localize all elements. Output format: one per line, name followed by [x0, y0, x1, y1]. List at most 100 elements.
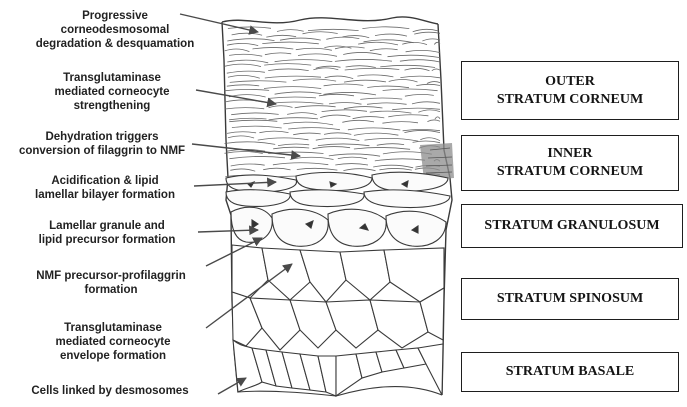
corneocyte-line — [287, 113, 317, 115]
corneocyte-line — [283, 122, 333, 125]
corneocyte-line — [225, 142, 276, 145]
corneocyte-line — [343, 52, 381, 54]
corneocyte-line — [228, 75, 260, 78]
corneocyte-line — [335, 164, 368, 165]
corneocyte-line — [269, 118, 318, 120]
corneocyte-line — [377, 144, 404, 146]
corneocyte-line — [422, 39, 440, 41]
corneocyte-line — [232, 33, 263, 35]
corneocyte-line — [400, 76, 440, 78]
corneocyte-line — [325, 76, 354, 79]
corneocyte-line — [380, 65, 435, 67]
corneocyte-line — [230, 169, 255, 171]
corneocyte-line — [413, 141, 440, 143]
corneocyte-line — [338, 157, 367, 159]
corneocyte-line — [293, 133, 321, 135]
layer-box-stratum-granulosum: STRATUM GRANULOSUM — [461, 204, 683, 248]
corneocyte-line — [357, 75, 393, 77]
corneocyte-line — [418, 110, 440, 112]
corneocyte-line — [293, 79, 336, 81]
corneocyte-line — [308, 29, 359, 30]
corneocyte-line — [290, 157, 334, 159]
corneocyte-line — [288, 128, 340, 130]
corneocyte-line — [370, 111, 412, 113]
arrow-dehydration — [192, 144, 300, 156]
corneocyte-line — [432, 69, 440, 71]
corneocyte-line — [326, 37, 359, 39]
annotation-desquamation: Progressive corneodesmosomal degradation… — [8, 9, 222, 51]
corneocyte-line — [427, 120, 440, 122]
corneocyte-line — [269, 102, 323, 104]
annotation-desmosomes: Cells linked by desmosomes — [4, 384, 216, 398]
corneocyte-line — [324, 133, 351, 135]
annotation-envelope: Transglutaminase mediated corneocyte env… — [22, 321, 204, 363]
corneocyte-line — [225, 49, 250, 52]
corneocyte-line — [268, 69, 309, 71]
corneocyte-line — [227, 60, 268, 63]
corneocyte-line — [420, 138, 440, 141]
corneocyte-line — [265, 53, 291, 55]
corneocyte-line — [362, 27, 409, 29]
corneocyte-line — [273, 147, 309, 149]
corneocyte-line — [360, 98, 402, 99]
corneocyte-line — [405, 68, 430, 70]
corneocyte-line — [343, 169, 375, 171]
corneocyte-line — [229, 156, 285, 158]
corneocyte-line — [295, 106, 336, 108]
corneocyte-line — [322, 110, 367, 112]
corneocyte-line — [224, 89, 269, 90]
corneocyte-line — [373, 165, 413, 168]
corneocyte-line — [262, 42, 319, 44]
corneocyte-line — [354, 133, 399, 135]
corneocyte-line — [375, 34, 407, 36]
annotation-dehydration: Dehydration triggers conversion of filag… — [4, 130, 200, 158]
corneocyte-line — [227, 85, 259, 86]
corneocyte-line — [265, 76, 321, 78]
corneocyte-line — [388, 115, 428, 117]
corneocyte-line — [258, 138, 309, 140]
corneocyte-line — [412, 102, 440, 104]
corneocyte-line — [348, 128, 400, 130]
corneocyte-line — [296, 48, 332, 50]
corneocyte-line — [379, 168, 411, 170]
corneocyte-line — [231, 113, 279, 115]
corneocyte-line — [227, 43, 258, 45]
corneocyte-line — [344, 80, 386, 82]
corneocyte-line — [277, 30, 304, 32]
corneocyte-line — [375, 159, 425, 161]
annotation-acidification: Acidification & lipid lamellar bilayer f… — [14, 174, 196, 202]
corneocyte-line — [224, 64, 261, 66]
corneocyte-line — [227, 71, 265, 73]
corneocyte-layers — [224, 27, 440, 178]
corneocyte-line — [225, 108, 264, 109]
corneocyte-line — [263, 168, 290, 170]
layer-label-stratum-basale: STRATUM BASALE — [506, 363, 635, 381]
corneocyte-line — [402, 42, 427, 44]
corneocyte-line — [345, 68, 400, 70]
corneocyte-line — [320, 115, 350, 118]
corneocyte-line — [400, 60, 440, 62]
layer-box-stratum-spinosum: STRATUM SPINOSUM — [461, 278, 679, 320]
layer-box-stratum-basale: STRATUM BASALE — [461, 352, 679, 392]
corneocyte-line — [404, 130, 440, 132]
corneocyte-line — [303, 32, 338, 34]
corneocyte-line — [227, 132, 256, 134]
corneocyte-line — [413, 29, 439, 31]
corneocyte-line — [329, 154, 380, 156]
corneocyte-line — [435, 117, 440, 119]
corneocyte-line — [346, 66, 376, 68]
corneocyte-line — [259, 131, 288, 133]
corneocyte-line — [297, 168, 338, 170]
corneocyte-line — [269, 97, 316, 98]
corneocyte-line — [229, 54, 262, 56]
corneocyte-line — [313, 147, 351, 149]
annotation-nmf: NMF precursor-profilaggrin formation — [12, 269, 210, 297]
corneocyte-line — [405, 94, 434, 96]
corneocyte-line — [318, 144, 370, 146]
corneocyte-line — [353, 117, 385, 119]
corneocyte-line — [383, 89, 438, 91]
corneocyte-line — [229, 118, 266, 120]
layer-label-inner-stratum-corneum: INNER STRATUM CORNEUM — [497, 145, 643, 181]
corneocyte-line — [229, 120, 277, 122]
